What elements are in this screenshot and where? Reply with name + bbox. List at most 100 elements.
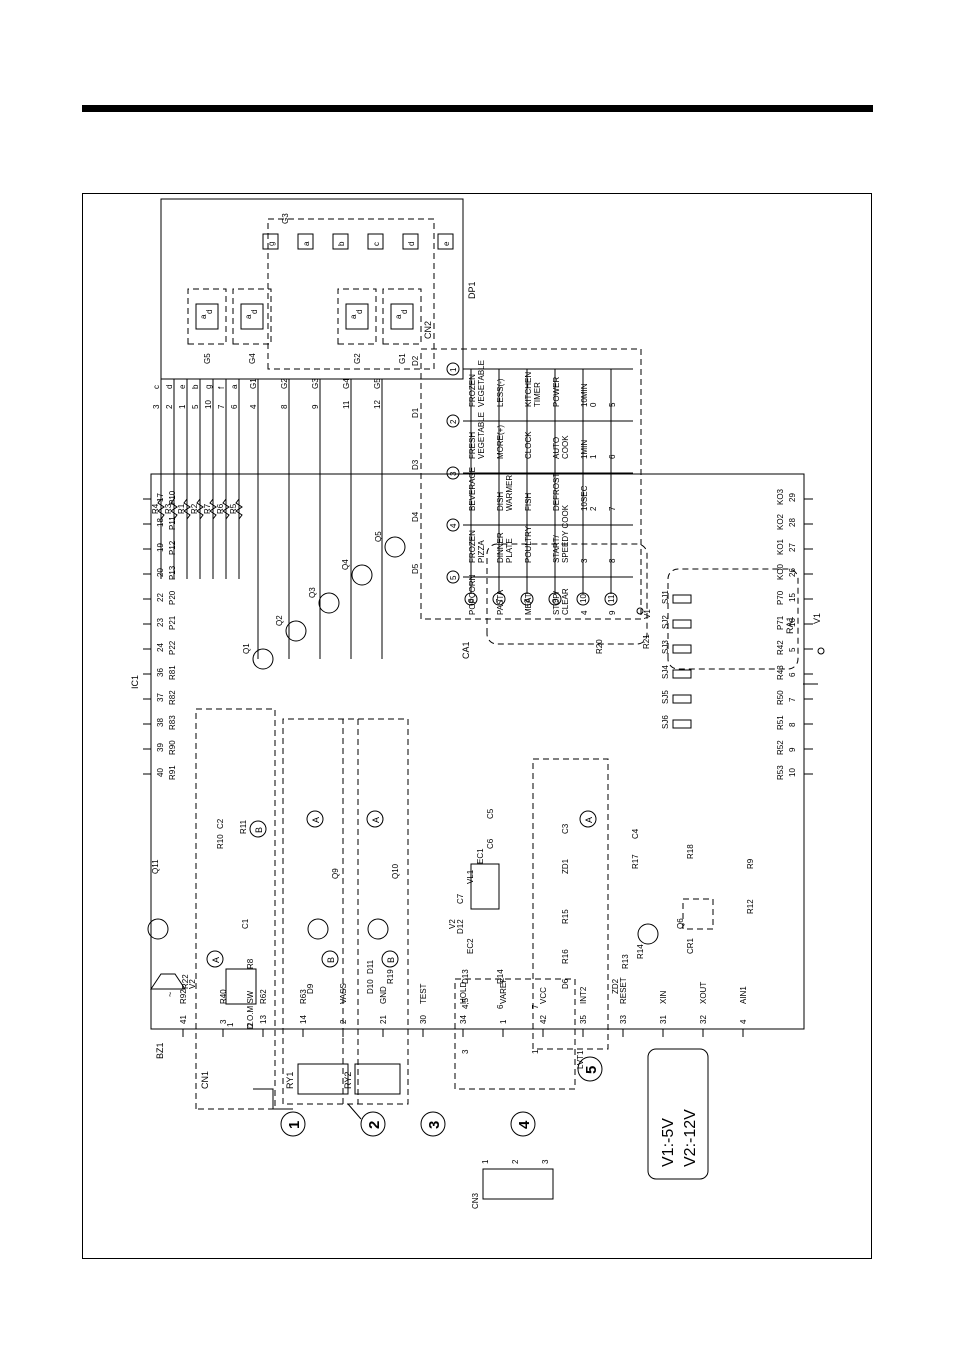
key-label: MORE(+) xyxy=(496,425,505,459)
block-4-label: 4 xyxy=(516,1120,533,1129)
segment-letter: d xyxy=(165,385,174,389)
digit-segment-label: d xyxy=(400,310,409,314)
ic-pin-name: R83 xyxy=(168,715,177,730)
ic-pin-name: R62 xyxy=(259,989,268,1004)
lvt-pins-e: 1 xyxy=(531,1049,540,1054)
block-1-circle xyxy=(280,1111,306,1137)
ic-pin-number: 33 xyxy=(619,1015,628,1024)
bz1-ref: BZ1 xyxy=(155,1042,165,1059)
scan-row-number: 3 xyxy=(449,471,458,476)
scan-row-circle xyxy=(446,362,460,376)
segment-resistor-ref: R7 xyxy=(203,503,212,514)
key-label: FISH xyxy=(524,493,533,511)
key-label-line2: TIMER xyxy=(533,382,542,407)
door-sw-label: D.O.M SW xyxy=(246,990,255,1029)
c3-ref: C3 xyxy=(561,823,570,834)
grid-transistor-ref: Q2 xyxy=(275,615,284,626)
q11-symbol xyxy=(147,918,169,940)
ic-pin-number: 42 xyxy=(539,1015,548,1024)
key-label: AUTO xyxy=(552,437,561,459)
grid-transistor xyxy=(384,536,406,558)
digit-segments xyxy=(390,303,414,330)
grid-pin: 11 xyxy=(342,400,351,409)
segment-resistor xyxy=(209,498,217,520)
key-label: BEVERAGE xyxy=(468,467,477,511)
door-switch-body xyxy=(225,968,257,1005)
ic-pin-number: 40 xyxy=(156,768,165,777)
key-label: POULTRY xyxy=(524,525,533,563)
ca1-border xyxy=(486,543,648,645)
ic-pin-number: 30 xyxy=(419,1015,428,1024)
ic-pin-name: RESET xyxy=(619,977,628,1004)
key-label: MEAT xyxy=(524,593,533,615)
return-col-number: 6 xyxy=(467,598,476,603)
ic-pin-name: P12 xyxy=(168,540,177,555)
r18-ref: R18 xyxy=(686,844,695,859)
c5-ref: C5 xyxy=(486,808,495,819)
r14-ref: R14 xyxy=(636,944,645,959)
marker-a-3: A xyxy=(371,817,381,823)
ic-pin-name: P70 xyxy=(776,590,785,605)
block-1-border xyxy=(195,708,276,1110)
zd1-ref: ZD1 xyxy=(561,858,570,874)
c7-ref: C7 xyxy=(456,893,465,904)
ic-pin-name: GND xyxy=(379,986,388,1004)
segment-pin: 6 xyxy=(230,404,239,409)
segment-resistor xyxy=(235,498,243,520)
ic-pin-name: R50 xyxy=(776,690,785,705)
ic-pin-number: 3 xyxy=(219,1019,228,1024)
segment-letter: b xyxy=(191,384,200,389)
ic-pin-number: 13 xyxy=(259,1015,268,1024)
ic-pin-number: 24 xyxy=(156,643,165,652)
digit-grid-label: G4 xyxy=(248,353,257,364)
ic-pin-number: 34 xyxy=(459,1015,468,1024)
segment-letter: f xyxy=(217,386,226,389)
grid-transistor xyxy=(285,620,307,642)
ic-pin-number: 23 xyxy=(156,618,165,627)
segment-resistor xyxy=(222,498,230,520)
ic-pin-number: 5 xyxy=(788,647,797,652)
block-1-label: 1 xyxy=(286,1121,303,1129)
ca1-ref: CA1 xyxy=(461,641,471,659)
key-label-line2: 1 xyxy=(589,454,598,459)
icon-segment-box xyxy=(332,233,349,250)
key-label: 8 xyxy=(608,558,617,563)
key-matrix-border xyxy=(420,348,642,620)
grid-label: G3 xyxy=(311,378,320,389)
ry1-body xyxy=(297,1063,349,1095)
ic1-body xyxy=(150,473,805,1030)
voltage-v2: V2:-12V xyxy=(682,1109,699,1167)
r20-v1-terminal xyxy=(636,607,644,615)
r15-ref: R15 xyxy=(561,909,570,924)
icon-segment-label: c xyxy=(372,242,381,246)
ic-pin-name: HOLD xyxy=(459,982,468,1004)
icon-segment-box xyxy=(297,233,314,250)
grid-label: G5 xyxy=(373,378,382,389)
scan-diode-ref: D3 xyxy=(411,459,420,470)
key-label: DINNER xyxy=(496,532,505,563)
grid-pin: 12 xyxy=(373,400,382,409)
block-2: 2 RY1 D9 Q9 B A xyxy=(282,718,386,1137)
segment-resistor xyxy=(196,498,204,520)
vl1-ref: VL1 xyxy=(466,869,475,884)
digit-box xyxy=(337,288,377,345)
segment-resistor-ref: R2 xyxy=(190,503,199,514)
ic-pin-number: 9 xyxy=(788,747,797,752)
dp1-ref: DP1 xyxy=(467,281,477,299)
block-4-border xyxy=(454,978,576,1090)
ic-pin-number: 28 xyxy=(788,518,797,527)
icon-segment-box xyxy=(262,233,279,250)
ic-pin-number: 1 xyxy=(499,1019,508,1024)
scan-row-number: 2 xyxy=(449,419,458,424)
r10-ref: R10 xyxy=(216,834,225,849)
cr1-ref: CR1 xyxy=(686,937,695,954)
block-5-circle xyxy=(577,1056,603,1082)
ic-pin-number: 38 xyxy=(156,718,165,727)
ec1-ref: EC1 xyxy=(476,848,485,864)
ic-pin-name: INT2 xyxy=(579,986,588,1004)
r13-ref: R13 xyxy=(621,954,630,969)
key-label: FRESH xyxy=(468,432,477,459)
